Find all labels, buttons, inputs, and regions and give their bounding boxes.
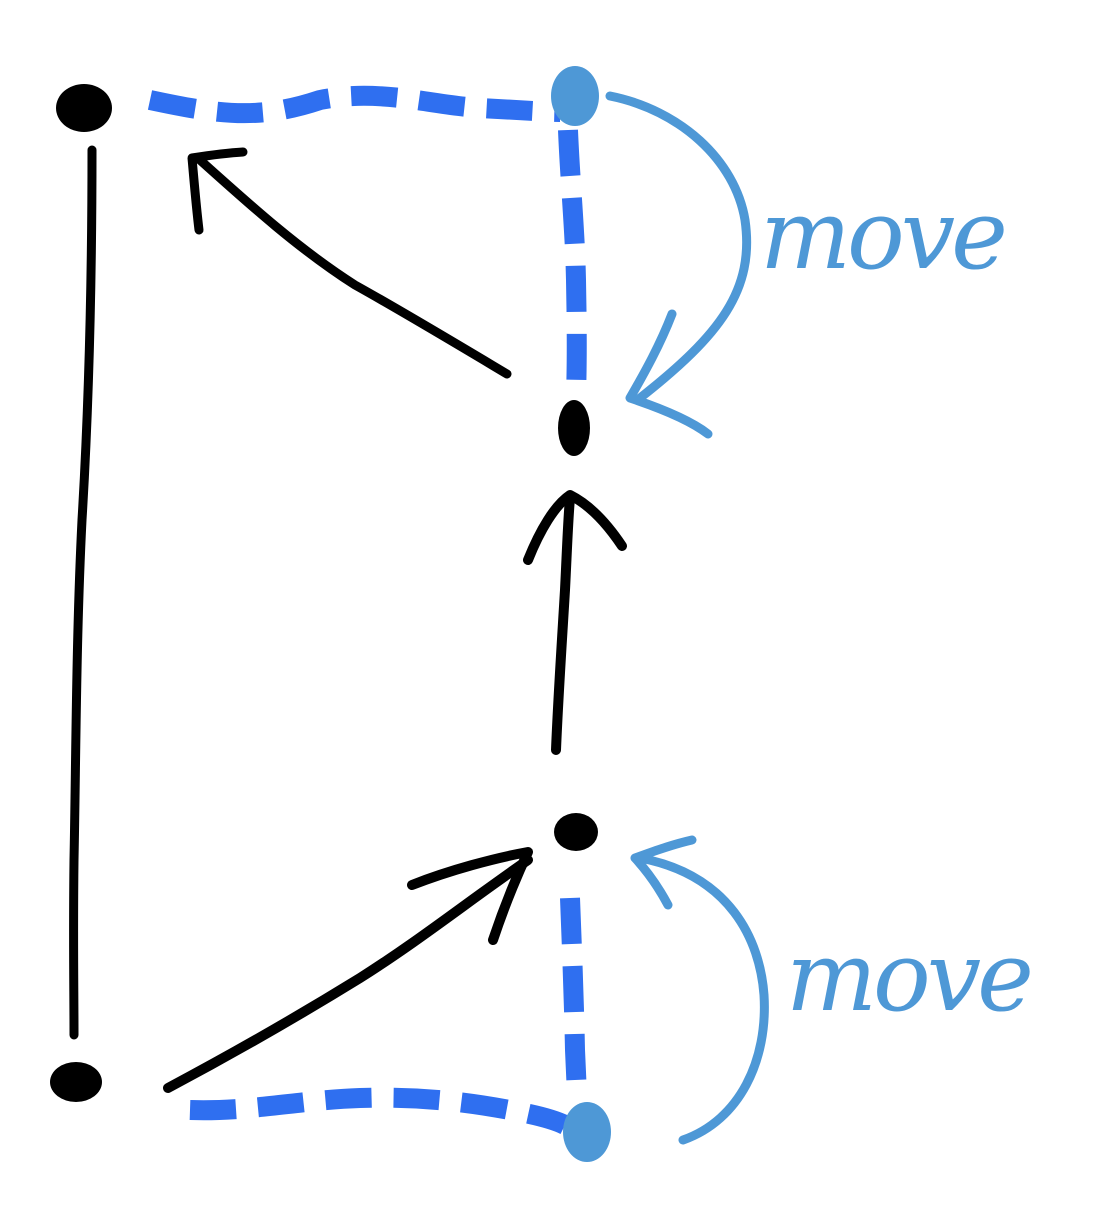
node-bottom-left: [50, 1062, 102, 1102]
curved-arrowhead-bottom: [630, 835, 697, 910]
arrowhead-middle: [523, 490, 627, 565]
label-move-bottom: move: [786, 921, 1030, 1033]
curved-arrowhead-top: [625, 309, 713, 439]
curved-arrow-top: [605, 91, 752, 403]
edge-top-dashed: [147, 85, 561, 124]
arrow-bottom-left-to-lower: [163, 855, 533, 1093]
curved-arrow-bottom: [635, 853, 769, 1145]
arrow-lower-to-middle: [551, 493, 575, 755]
node-top-right: [551, 66, 599, 126]
node-middle: [558, 400, 590, 456]
node-bottom-right: [563, 1102, 611, 1162]
node-lower-middle: [554, 813, 598, 851]
node-top-left: [56, 84, 112, 132]
edge-right-upper-dashed: [558, 129, 587, 396]
label-move-top: move: [760, 179, 1004, 291]
arrowhead-lower-middle: [407, 847, 533, 945]
arrowhead-top-left: [187, 147, 248, 235]
edge-left-vertical: [69, 145, 97, 1040]
edge-right-lower-dashed: [560, 897, 587, 1101]
arrow-middle-to-top-left: [195, 155, 512, 379]
edge-bottom-dashed: [189, 1087, 570, 1135]
